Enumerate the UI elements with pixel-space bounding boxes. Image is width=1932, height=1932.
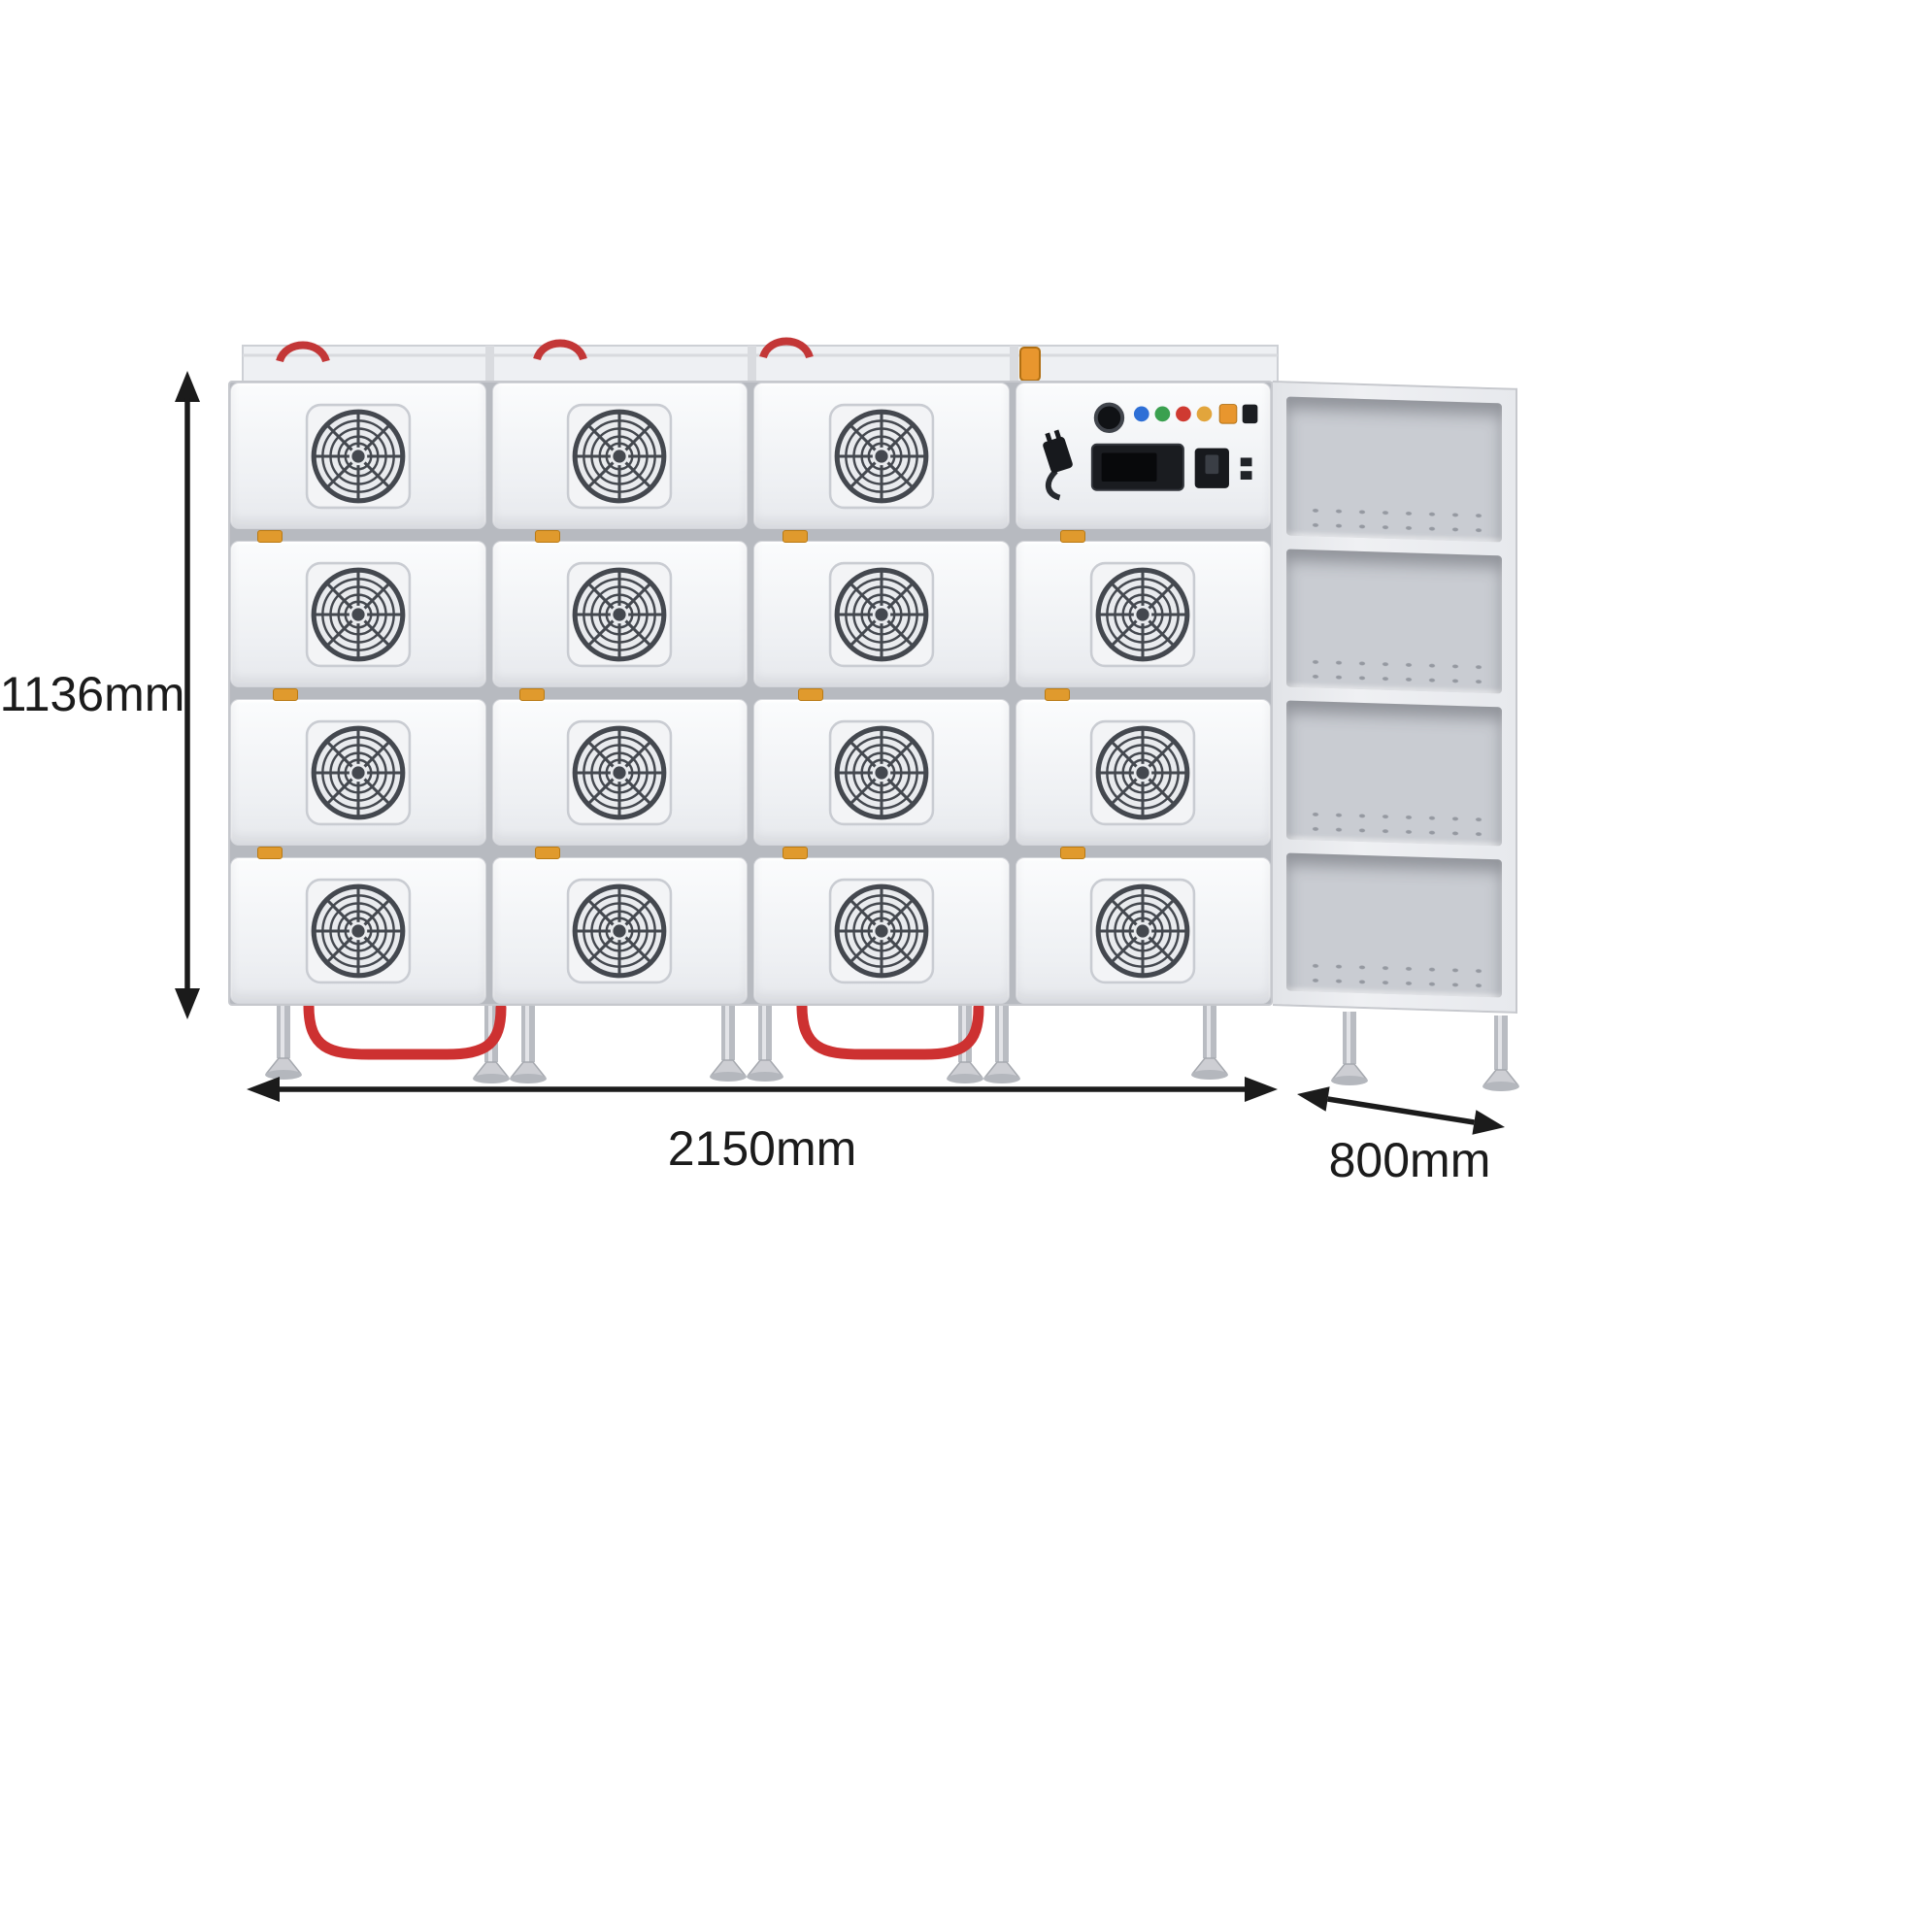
fan-icon (828, 403, 934, 509)
latch-clip (1045, 688, 1070, 701)
fan-icon (305, 561, 411, 667)
battery-module (753, 857, 1010, 1004)
port-icon (1240, 471, 1251, 481)
battery-module (230, 541, 486, 687)
fan-icon (1090, 878, 1196, 983)
battery-module (1015, 857, 1271, 1004)
breaker-toggle (1204, 454, 1218, 475)
top-frame (242, 345, 1279, 383)
side-bay (1286, 396, 1502, 542)
bottom-cable-red-icon (303, 1000, 984, 1060)
fan-icon (305, 878, 411, 983)
dimension-arrows (175, 371, 1505, 1135)
fan-icon (1090, 561, 1196, 667)
height-arrow (175, 371, 200, 1019)
fan-icon (305, 403, 411, 509)
side-bay (1286, 700, 1502, 846)
latch-clip (535, 847, 560, 859)
leveling-foot (710, 1004, 747, 1082)
fan-icon (567, 403, 673, 509)
vent-holes (1296, 953, 1492, 990)
depth-arrow (1297, 1086, 1505, 1135)
leveling-feet (265, 1004, 1519, 1091)
battery-module (491, 383, 748, 529)
latch-clip (535, 530, 560, 543)
battery-module (753, 383, 1010, 529)
latch-clip (783, 847, 808, 859)
battery-module (230, 857, 486, 1004)
battery-module (230, 699, 486, 846)
latch-clip (273, 688, 298, 701)
fan-icon (1090, 719, 1196, 825)
battery-module (230, 383, 486, 529)
side-frame (1273, 381, 1517, 1014)
power-plug-icon (1042, 429, 1073, 501)
depth-label: 800mm (1329, 1133, 1491, 1187)
battery-module (491, 699, 748, 846)
battery-module (1015, 383, 1271, 529)
battery-module (1015, 699, 1271, 846)
fan-icon (828, 878, 934, 983)
leveling-foot (1191, 1004, 1228, 1080)
latch-clip (519, 688, 545, 701)
width-arrow (247, 1077, 1278, 1102)
latch-clip (257, 530, 283, 543)
indicator-red-icon (1175, 406, 1191, 422)
latch-clip (1060, 847, 1085, 859)
vent-holes (1296, 650, 1492, 686)
connector-orange-icon (1218, 404, 1237, 424)
battery-module (1015, 541, 1271, 687)
battery-module (491, 857, 748, 1004)
fan-icon (567, 561, 673, 667)
module-grid (228, 381, 1273, 1006)
side-bay-opening (1296, 405, 1492, 505)
side-bay (1286, 851, 1502, 998)
width-label: 2150mm (668, 1121, 857, 1176)
leveling-foot (747, 1004, 783, 1082)
fan-icon (567, 878, 673, 983)
side-bay-opening (1296, 709, 1492, 809)
vent-holes (1296, 498, 1492, 534)
gauge-icon (1093, 402, 1124, 433)
indicator-yellow-icon (1196, 406, 1212, 422)
top-cable-red-icon (276, 337, 814, 363)
battery-module (491, 541, 748, 687)
battery-module (753, 699, 1010, 846)
leveling-foot (1482, 1016, 1519, 1091)
latch-clip (257, 847, 283, 859)
leveling-foot (983, 1004, 1020, 1083)
indicator-green-icon (1154, 406, 1170, 422)
fan-icon (828, 561, 934, 667)
fan-icon (305, 719, 411, 825)
vent-holes (1296, 802, 1492, 838)
control-panel (1042, 402, 1257, 501)
fan-icon (567, 719, 673, 825)
fan-icon (828, 719, 934, 825)
side-bay-opening (1296, 556, 1492, 656)
leveling-foot (510, 1004, 547, 1083)
connector-black-icon (1242, 404, 1257, 424)
port-icon (1240, 457, 1251, 467)
latch-clip (798, 688, 823, 701)
latch-clip (783, 530, 808, 543)
leveling-foot (265, 1004, 302, 1080)
latch-clip (1060, 530, 1085, 543)
battery-module (753, 541, 1010, 687)
leveling-foot (1331, 1012, 1368, 1085)
side-bay-opening (1296, 860, 1492, 960)
display-glass (1101, 452, 1156, 482)
indicator-blue-icon (1133, 406, 1149, 422)
height-label: 1136mm (0, 667, 184, 721)
side-bay (1286, 548, 1502, 694)
